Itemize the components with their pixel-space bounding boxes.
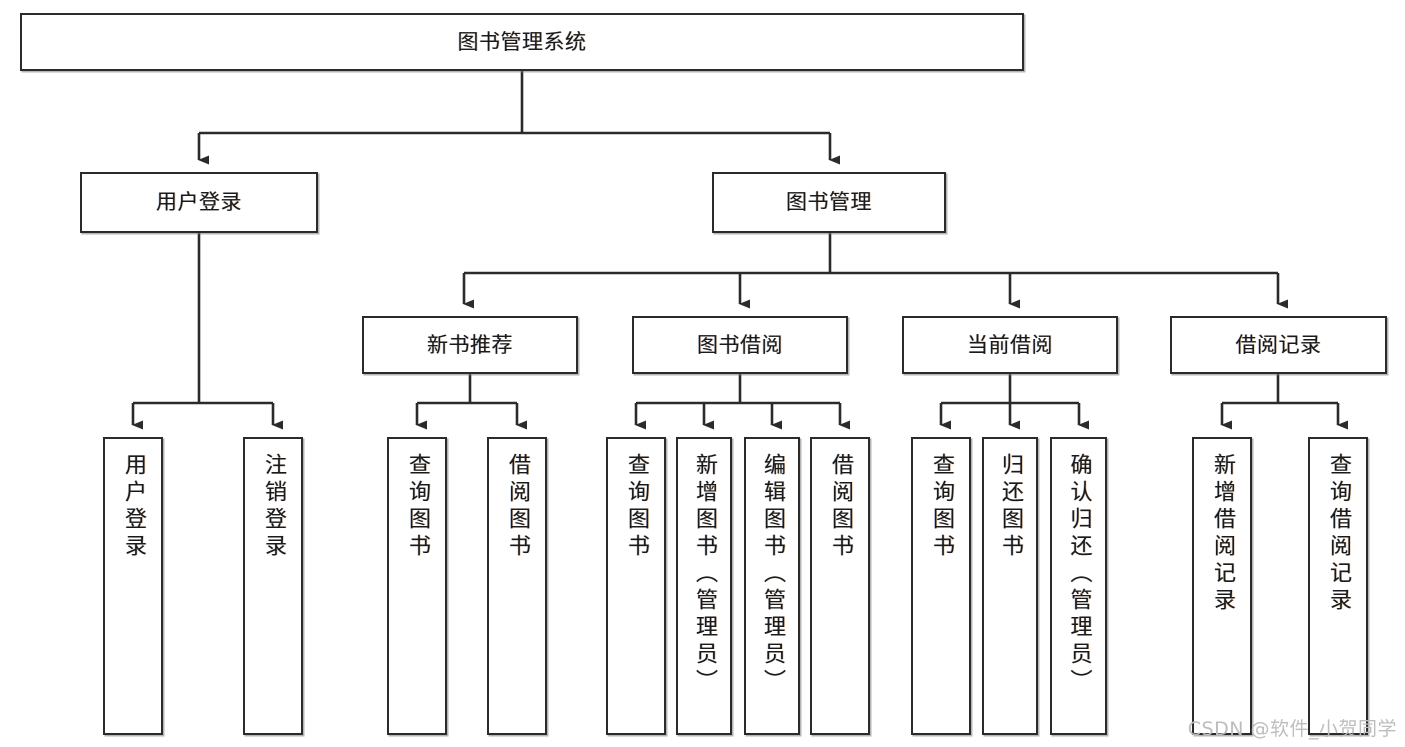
node-label: 确认归还（管理员） (1066, 453, 1092, 696)
node-book-borrow[interactable]: 图书借阅 (632, 316, 848, 374)
node-leaf-return-book[interactable]: 归还图书 (982, 437, 1038, 735)
node-root-book-management-system[interactable]: 图书管理系统 (20, 13, 1024, 71)
node-label: 归还图书 (998, 453, 1023, 561)
node-label: 查询图书 (624, 453, 649, 561)
node-label: 注销登录 (261, 453, 286, 561)
node-leaf-query-book-3[interactable]: 查询图书 (911, 437, 971, 735)
node-borrow-record[interactable]: 借阅记录 (1170, 316, 1387, 374)
node-leaf-borrow-book-2[interactable]: 借阅图书 (810, 437, 870, 735)
node-book-management[interactable]: 图书管理 (712, 172, 946, 233)
node-leaf-user-login[interactable]: 用户登录 (103, 437, 163, 735)
node-current-borrow[interactable]: 当前借阅 (902, 316, 1118, 374)
node-label: 新增图书（管理员） (692, 453, 717, 696)
node-label: 查询图书 (929, 453, 954, 561)
node-label: 新增借阅记录 (1210, 453, 1235, 615)
node-label: 新书推荐 (427, 332, 513, 357)
node-new-book-recommend[interactable]: 新书推荐 (362, 316, 578, 374)
node-label: 查询图书 (405, 453, 430, 561)
node-leaf-edit-book[interactable]: 编辑图书（管理员） (744, 437, 800, 735)
node-leaf-add-record[interactable]: 新增借阅记录 (1192, 437, 1252, 735)
node-leaf-borrow-book-1[interactable]: 借阅图书 (487, 437, 547, 735)
node-leaf-logout-login[interactable]: 注销登录 (243, 437, 303, 735)
node-label: 用户登录 (156, 190, 242, 215)
node-label: 借阅图书 (505, 453, 530, 561)
node-label: 图书借阅 (697, 332, 783, 357)
node-leaf-confirm-return[interactable]: 确认归还（管理员） (1050, 437, 1107, 735)
node-leaf-add-book[interactable]: 新增图书（管理员） (676, 437, 732, 735)
node-label: 编辑图书（管理员） (760, 453, 785, 696)
node-label: 查询借阅记录 (1326, 453, 1351, 615)
node-label: 当前借阅 (967, 332, 1053, 357)
node-label: 用户登录 (121, 453, 146, 561)
node-leaf-query-book-2[interactable]: 查询图书 (606, 437, 666, 735)
node-label: 借阅记录 (1235, 332, 1322, 357)
node-label: 图书管理系统 (457, 29, 587, 54)
node-label: 图书管理 (786, 190, 872, 215)
node-label: 借阅图书 (828, 453, 853, 561)
node-leaf-query-book-1[interactable]: 查询图书 (387, 437, 447, 735)
node-user-login[interactable]: 用户登录 (80, 172, 318, 233)
node-leaf-query-record[interactable]: 查询借阅记录 (1308, 437, 1368, 735)
